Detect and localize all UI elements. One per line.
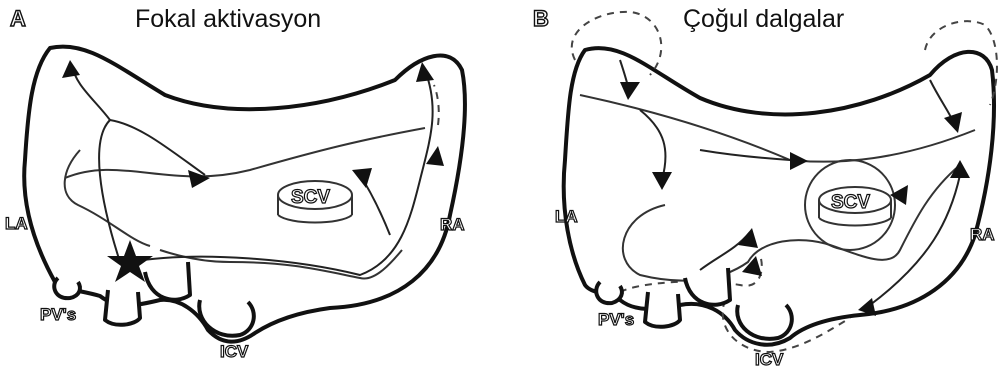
- panel-b: B Çoğul dalgalar SCV: [533, 5, 997, 369]
- panel-a-letter: A: [10, 6, 26, 31]
- panel-a: A Fokal aktivasyon SCV L: [5, 5, 465, 361]
- panel-b-pulmonary-vein-2: [645, 292, 680, 327]
- panel-a-icv-label: ICV: [220, 342, 249, 361]
- panel-b-title: Çoğul dalgalar: [683, 5, 844, 33]
- panel-a-title: Fokal aktivasyon: [135, 5, 321, 33]
- panel-a-pulmonary-vein-2: [105, 290, 140, 325]
- panel-b-la-label: LA: [555, 207, 578, 226]
- panel-a-pvs-label: PV's: [40, 305, 76, 324]
- panel-b-letter: B: [533, 6, 549, 31]
- panel-a-la-label: LA: [5, 214, 28, 233]
- panel-b-pvs-label: PV's: [598, 310, 634, 329]
- panel-a-atria-outline: [24, 46, 465, 341]
- panel-a-ra-label: RA: [440, 215, 465, 234]
- panel-b-scv-label: SCV: [831, 192, 870, 213]
- panel-b-icv-label: ICV: [755, 350, 784, 369]
- panel-b-ra-label: RA: [970, 225, 995, 244]
- panel-a-scv-label: SCV: [291, 187, 330, 208]
